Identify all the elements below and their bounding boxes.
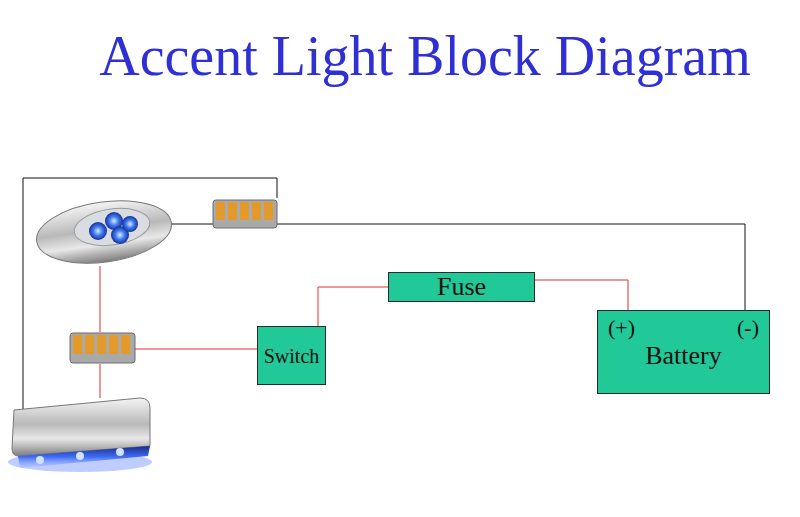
- light-strip: [18, 446, 150, 468]
- power-wire: [535, 280, 628, 310]
- led: [116, 448, 124, 456]
- connector-lever: [121, 335, 130, 354]
- connector-lever: [240, 202, 249, 220]
- ground-wire: [23, 178, 277, 410]
- wire-connector: [70, 333, 135, 363]
- light-lens: [72, 204, 152, 250]
- power-wire: [100, 266, 101, 332]
- connector-lever: [216, 202, 225, 220]
- terminal-label: (-): [737, 317, 759, 339]
- power-wire: [135, 349, 257, 350]
- connector-lever: [228, 202, 237, 220]
- node-label: Fuse: [437, 274, 486, 300]
- light-housing: [12, 398, 150, 456]
- light-housing: [32, 193, 175, 271]
- wire-connector: [213, 200, 277, 228]
- battery-box: (+) (-) Battery: [597, 310, 770, 394]
- led: [122, 216, 138, 232]
- diagram-title: Accent Light Block Diagram: [50, 26, 800, 88]
- connector-lever: [73, 335, 82, 354]
- terminal-label: (+): [608, 317, 635, 339]
- connector-lever: [109, 335, 118, 354]
- power-wire: [100, 364, 101, 398]
- connector-body: [70, 333, 135, 363]
- node-label: Switch: [264, 346, 320, 366]
- ground-wire: [277, 224, 745, 310]
- connector-body: [213, 200, 277, 228]
- connector-lever: [85, 335, 94, 354]
- connector-lever: [264, 202, 273, 220]
- led: [89, 222, 107, 240]
- bar-accent-light: [8, 398, 152, 472]
- power-wire: [318, 287, 388, 326]
- fuse-box: Fuse: [388, 272, 535, 302]
- connector-lever: [252, 202, 261, 220]
- connector-lever: [97, 335, 106, 354]
- led: [76, 452, 84, 460]
- led: [36, 456, 44, 464]
- switch-box: Switch: [257, 326, 326, 385]
- oval-accent-light: [32, 193, 175, 271]
- node-label: Battery: [645, 343, 722, 369]
